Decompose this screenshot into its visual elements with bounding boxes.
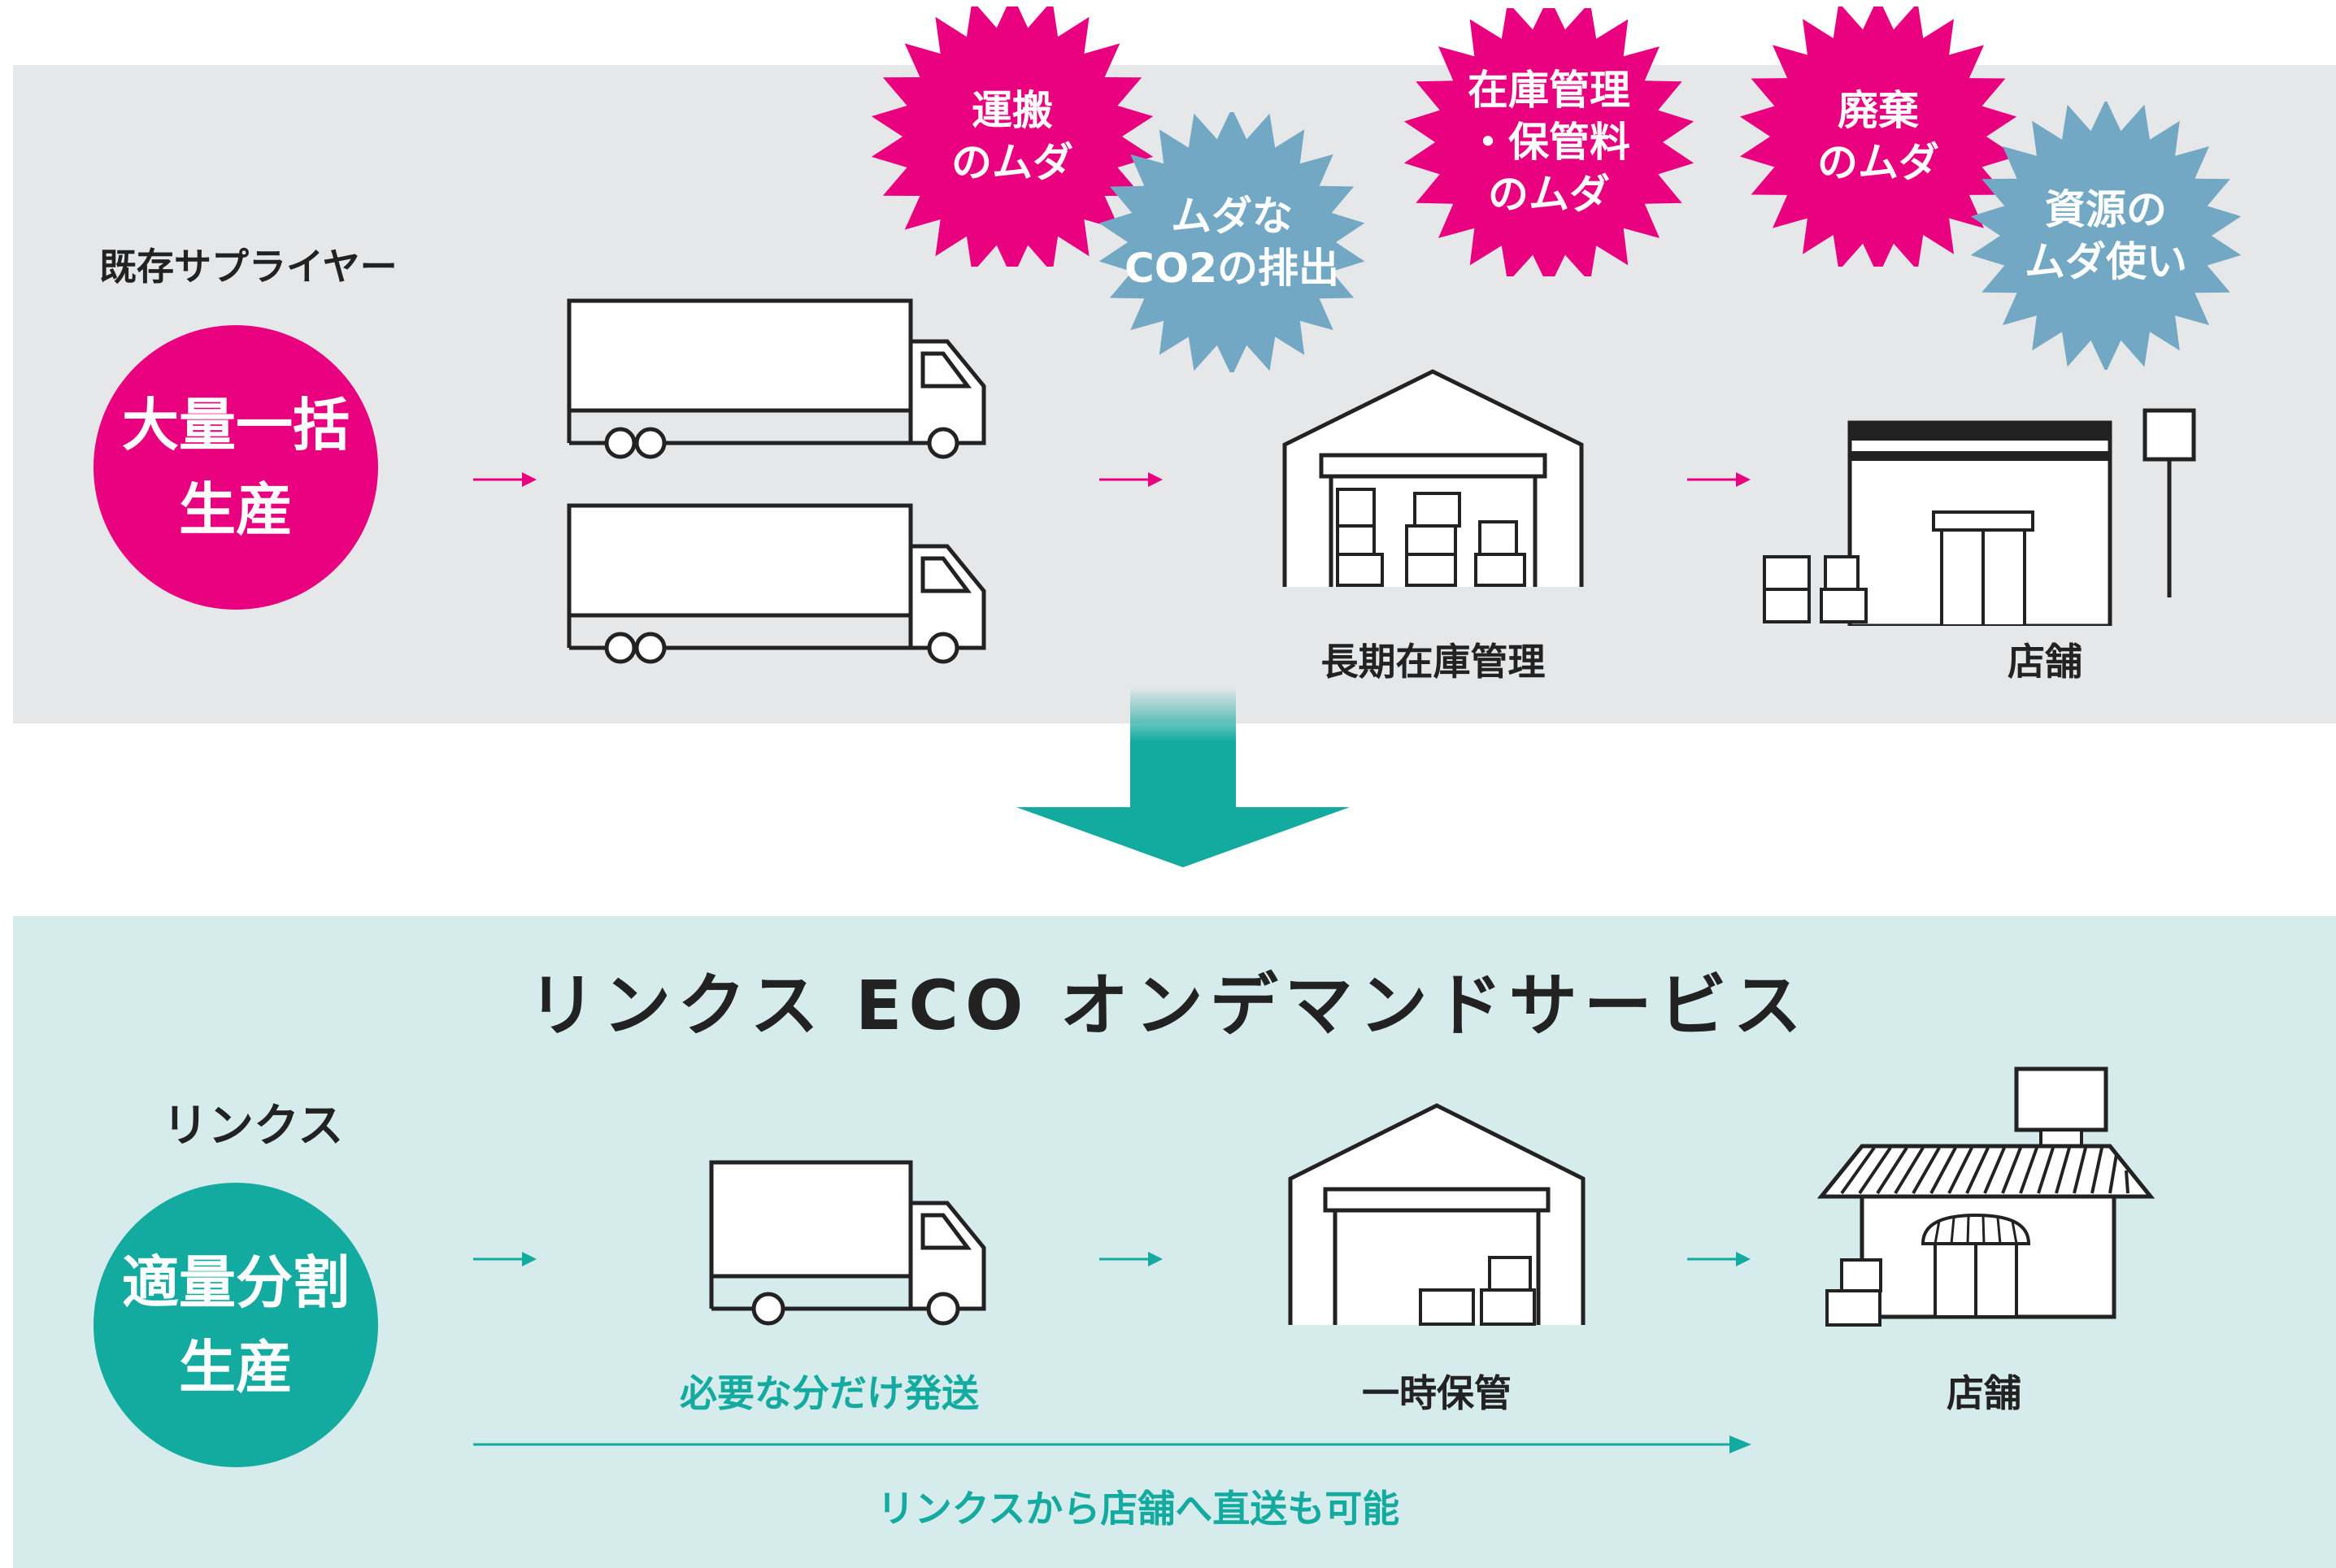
arrow-right-icon [473,472,537,487]
arrow-right-icon [1099,472,1163,487]
burst-line: 廃棄 [1838,87,1919,134]
burst-line: ムダ使い [2025,238,2187,285]
existing-supplier-label: 既存サプライヤー [99,245,398,289]
store-label: 店舗 [2008,640,2082,684]
burst-line: 運搬 [972,87,1053,134]
arrow-right-icon [473,1252,537,1266]
warehouse-icon [1288,1103,1586,1326]
burst-line: ・保管料 [1468,119,1630,166]
burst-line: のムダ [951,139,1073,186]
circle-line-1: 適量分割 [122,1249,350,1316]
long-term-inventory-label: 長期在庫管理 [1320,640,1546,684]
inventory-waste-burst: 在庫管理 ・保管料 のムダ [1403,8,1695,276]
transport-waste-burst: 運搬 のムダ [866,7,1159,267]
large-truck-icon [567,298,986,459]
circle-line-2: 生産 [179,1334,293,1401]
circle-line-1: 大量一括 [122,392,350,458]
small-truck-icon [709,1160,986,1326]
shop-icon [1817,1066,2155,1327]
temporary-storage-label: 一時保管 [1362,1371,1512,1415]
disposal-waste-burst: 廃棄 のムダ [1736,7,2021,267]
store-icon [1763,408,2196,626]
down-arrow-icon [1016,687,1350,867]
burst-line: ムダな [1171,193,1293,240]
mass-production-circle: 大量一括 生産 [94,325,378,610]
burst-line: 在庫管理 [1468,67,1630,114]
circle-line-2: 生産 [179,476,293,543]
service-title: リンクス ECO オンデマンドサービス [528,966,1808,1045]
burst-line: CO2の排出 [1124,245,1339,292]
direct-delivery-label: リンクスから店舗へ直送も可能 [877,1487,1400,1531]
direct-delivery-arrow-icon [473,1436,1751,1453]
burst-line: 資源の [2045,186,2167,233]
burst-line: のムダ [1488,171,1610,218]
large-truck-icon [567,503,986,664]
store-label: 店舗 [1947,1371,2021,1415]
warehouse-full-icon [1282,369,1584,587]
arrow-right-icon [1687,472,1751,487]
arrow-right-icon [1099,1252,1163,1266]
co2-emission-burst: ムダな CO2の排出 [1094,112,1370,372]
links-label: リンクス [163,1100,344,1153]
resource-waste-burst: 資源の ムダ使い [1968,102,2244,370]
burst-line: のムダ [1817,139,1939,186]
ship-needed-label: 必要な分だけ発送 [680,1371,979,1415]
appropriate-production-circle: 適量分割 生産 [94,1183,378,1467]
arrow-right-icon [1687,1252,1751,1266]
